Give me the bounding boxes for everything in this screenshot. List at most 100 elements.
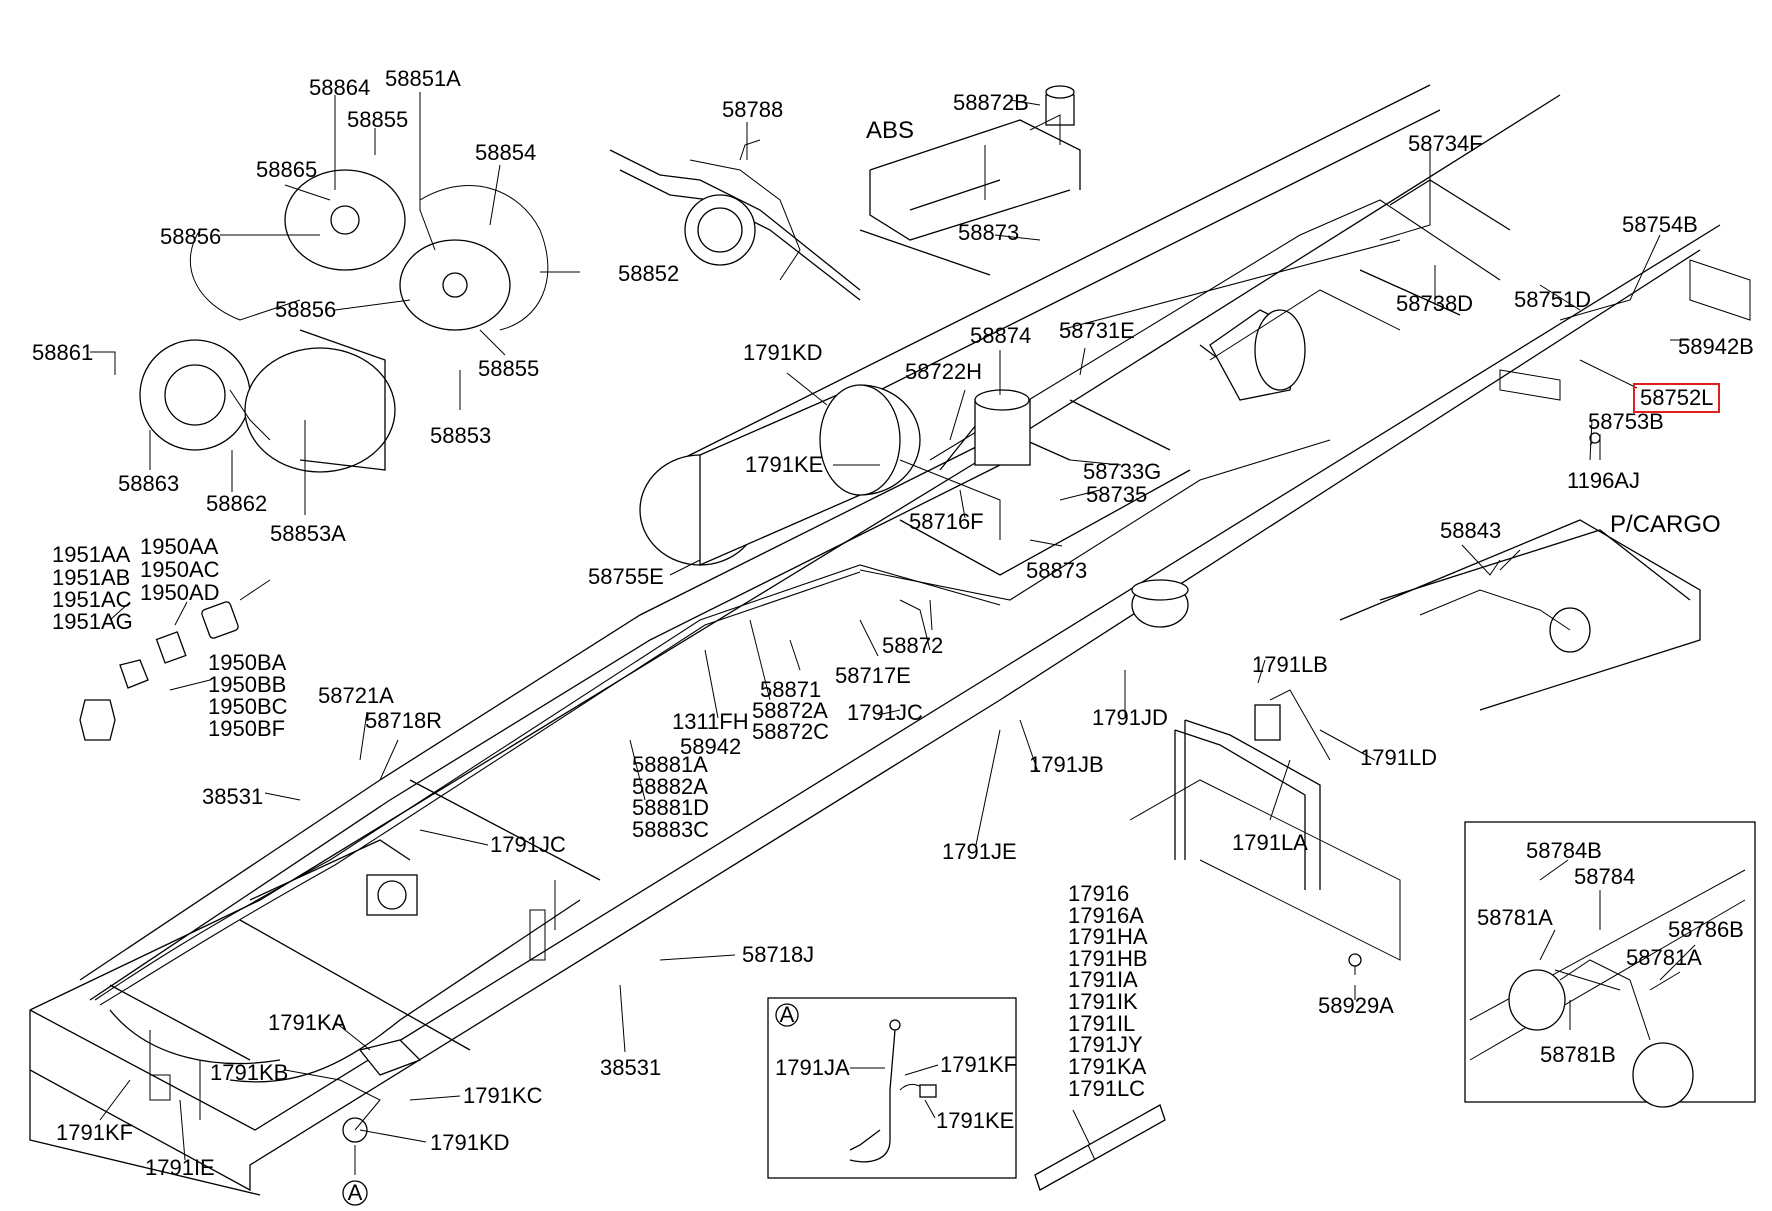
part-label[interactable]: 58871 xyxy=(760,677,821,702)
hose-list-item[interactable]: 1791IK xyxy=(1068,989,1138,1014)
part-label[interactable]: 58882A xyxy=(632,774,708,799)
part-label[interactable]: 58788 xyxy=(722,97,783,122)
part-label[interactable]: 58872A xyxy=(752,698,828,723)
part-label[interactable]: 1951AB xyxy=(52,565,130,590)
part-label[interactable]: 1791KA xyxy=(268,1010,347,1035)
part-label[interactable]: 58872 xyxy=(882,633,943,658)
part-label[interactable]: 58843 xyxy=(1440,518,1501,543)
part-label[interactable]: 58856 xyxy=(275,297,336,322)
hose-list-item[interactable]: 1791IA xyxy=(1068,967,1138,992)
part-label[interactable]: 58784B xyxy=(1526,838,1602,863)
part-label[interactable]: 58863 xyxy=(118,471,179,496)
hose-list-item[interactable]: 1791LC xyxy=(1068,1076,1145,1101)
part-label[interactable]: 58865 xyxy=(256,157,317,182)
part-label[interactable]: 38531 xyxy=(202,784,263,809)
hose-list-item[interactable]: 1791HB xyxy=(1068,946,1148,971)
part-label highlighted-part[interactable]: 58752L xyxy=(1640,385,1713,410)
part-label[interactable]: 58929A xyxy=(1318,993,1394,1018)
part-label[interactable]: 58872C xyxy=(752,719,829,744)
part-label[interactable]: 1196AJ xyxy=(1567,468,1640,493)
hose-list-item[interactable]: 1791HA xyxy=(1068,924,1148,949)
part-label[interactable]: 58942B xyxy=(1678,334,1754,359)
part-label[interactable]: 1791JD xyxy=(1092,705,1168,730)
part-label[interactable]: 58751D xyxy=(1514,287,1591,312)
part-label[interactable]: 58722H xyxy=(905,359,982,384)
part-label[interactable]: 1791KE xyxy=(936,1108,1014,1133)
part-label[interactable]: 58733G xyxy=(1083,459,1161,484)
part-label[interactable]: 1950BB xyxy=(208,672,286,697)
part-label[interactable]: 1791JC xyxy=(847,700,923,725)
axle-assembly xyxy=(609,139,861,301)
part-label[interactable]: 58734F xyxy=(1408,131,1483,156)
part-label[interactable]: 1791KC xyxy=(463,1083,543,1108)
part-label[interactable]: 1791IE xyxy=(145,1155,215,1180)
part-label[interactable]: 1951AA xyxy=(52,542,131,567)
part-label[interactable]: 58873 xyxy=(1026,558,1087,583)
part-label[interactable]: 58718J xyxy=(742,942,814,967)
hose-list-item[interactable]: 17916 xyxy=(1068,881,1129,906)
part-label[interactable]: 58855 xyxy=(478,356,539,381)
part-label[interactable]: 1791JC xyxy=(490,832,566,857)
part-label[interactable]: 1950BA xyxy=(208,650,287,675)
part-label[interactable]: 58716F xyxy=(909,509,984,534)
part-label[interactable]: 58942 xyxy=(680,734,741,759)
part-label[interactable]: 1950AD xyxy=(140,580,220,605)
part-label[interactable]: 58862 xyxy=(206,491,267,516)
part-label[interactable]: 1951AC xyxy=(52,587,132,612)
part-label[interactable]: 1950BF xyxy=(208,716,285,741)
part-label[interactable]: 58861 xyxy=(32,340,93,365)
part-label[interactable]: 58738D xyxy=(1396,291,1473,316)
part-label[interactable]: 58754B xyxy=(1622,212,1698,237)
hose-part-list: 17916 17916A 1791HA 1791HB 1791IA 1791IK… xyxy=(1068,881,1148,1101)
part-label[interactable]: 1791KE xyxy=(745,452,823,477)
part-label[interactable]: 58851A xyxy=(385,66,461,91)
part-label[interactable]: 58855 xyxy=(347,107,408,132)
part-label[interactable]: 58883C xyxy=(632,817,709,842)
part-label[interactable]: 58853 xyxy=(430,423,491,448)
part-label[interactable]: 1791KB xyxy=(210,1060,288,1085)
center-air-tanks xyxy=(639,384,1189,651)
part-label[interactable]: 1950BC xyxy=(208,694,288,719)
part-label[interactable]: 1791KD xyxy=(743,340,823,365)
part-label[interactable]: 58753B xyxy=(1588,409,1664,434)
part-label[interactable]: 58755E xyxy=(588,564,664,589)
part-label[interactable]: 58881A xyxy=(632,752,708,777)
part-label[interactable]: 58781B xyxy=(1540,1042,1616,1067)
part-label[interactable]: 58874 xyxy=(970,323,1031,348)
part-label[interactable]: 1791KD xyxy=(430,1130,510,1155)
part-label[interactable]: 58881D xyxy=(632,795,709,820)
part-label[interactable]: 58872B xyxy=(953,90,1029,115)
hose-list-item[interactable]: 1791JY xyxy=(1068,1032,1143,1057)
part-label[interactable]: 58854 xyxy=(475,140,536,165)
part-label[interactable]: 58781A xyxy=(1626,945,1702,970)
part-label[interactable]: 1791KF xyxy=(940,1052,1017,1077)
part-label[interactable]: 58786B xyxy=(1668,917,1744,942)
hose-list-item[interactable]: 17916A xyxy=(1068,903,1144,928)
part-label[interactable]: 1791JA xyxy=(775,1055,850,1080)
part-label[interactable]: 1791JB xyxy=(1029,752,1104,777)
part-label[interactable]: 38531 xyxy=(600,1055,661,1080)
part-label[interactable]: 1950AC xyxy=(140,557,220,582)
part-label[interactable]: 58873 xyxy=(958,220,1019,245)
part-label[interactable]: 1311FH xyxy=(672,709,749,734)
part-label[interactable]: 1791KF xyxy=(56,1120,133,1145)
part-label[interactable]: 58864 xyxy=(309,75,370,100)
part-label[interactable]: 58721A xyxy=(318,683,394,708)
hose-list-item[interactable]: 1791IL xyxy=(1068,1011,1135,1036)
part-label[interactable]: 1791LA xyxy=(1232,830,1308,855)
part-label[interactable]: 1791LD xyxy=(1360,745,1437,770)
part-label[interactable]: 58731E xyxy=(1059,318,1135,343)
hose-list-item[interactable]: 1791KA xyxy=(1068,1054,1147,1079)
part-label[interactable]: 58717E xyxy=(835,663,911,688)
part-label[interactable]: 58853A xyxy=(270,521,346,546)
part-label[interactable]: 1951AG xyxy=(52,609,133,634)
part-label[interactable]: 58856 xyxy=(160,224,221,249)
part-label[interactable]: 58781A xyxy=(1477,905,1553,930)
part-label[interactable]: 58735 xyxy=(1086,482,1147,507)
part-label[interactable]: 58718R xyxy=(365,708,442,733)
part-label[interactable]: 1791LB xyxy=(1252,652,1328,677)
part-label[interactable]: 58852 xyxy=(618,261,679,286)
part-label[interactable]: 1950AA xyxy=(140,534,219,559)
part-label[interactable]: 1791JE xyxy=(942,839,1017,864)
part-label[interactable]: 58784 xyxy=(1574,864,1635,889)
